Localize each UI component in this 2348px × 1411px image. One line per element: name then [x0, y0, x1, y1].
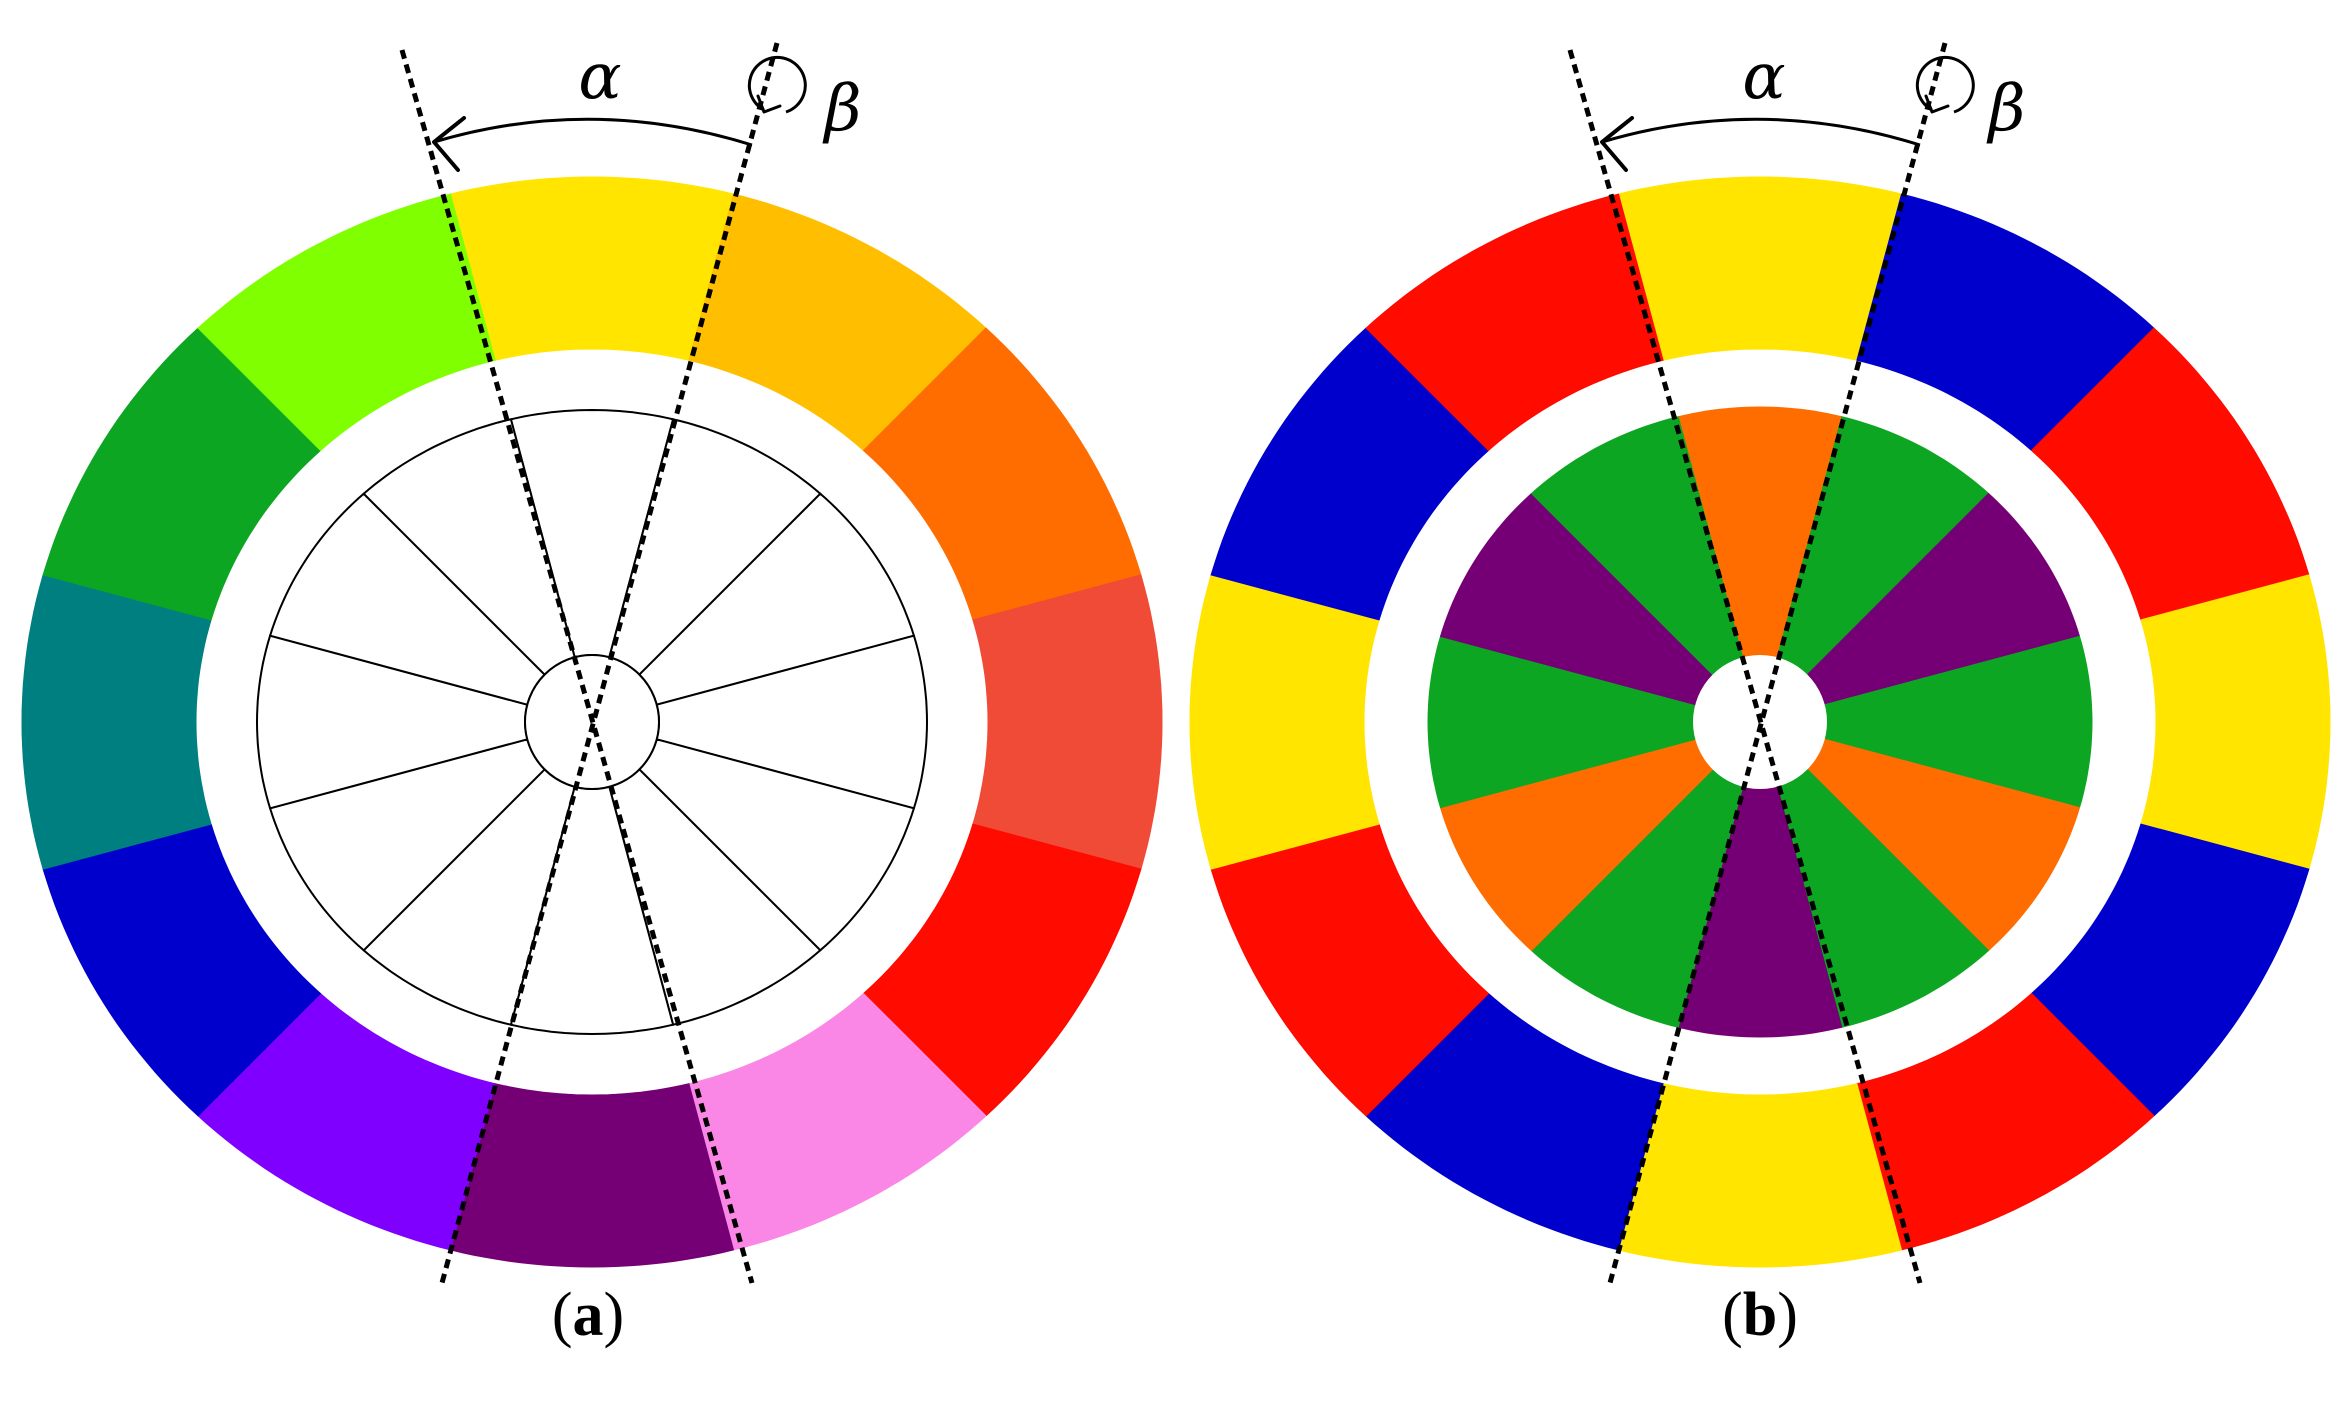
panel-a-ring-segment: [21, 574, 212, 870]
panel-b-alpha-label: α: [1742, 40, 1785, 114]
panel-a-alpha-arc: [433, 117, 753, 147]
panel-b-alpha-arrowhead: [1600, 116, 1634, 172]
panel-b-ring-segment: [1617, 1083, 1903, 1268]
panel-b-axis-lines: [1567, 42, 1948, 1284]
panel-b-ring-segment: [1365, 193, 1664, 452]
panel-b-rotation-arrows: [1600, 55, 1975, 172]
panel-a-axis-lines: [399, 42, 780, 1284]
panel-b-alpha-arc: [1601, 117, 1921, 147]
panel-b-caption-letter: b: [1743, 1281, 1777, 1349]
panel-a-axis-line-b: [439, 42, 780, 1284]
panel-a-inner-wheel: [255, 408, 929, 1036]
panel-b-ring-segment: [1189, 574, 1380, 870]
panel-b-axis-line-a: [1567, 49, 1923, 1284]
panel-b-beta-label: β: [1987, 72, 2026, 146]
panel-a-caption: (a): [552, 1281, 624, 1349]
panel-a-ring-segment: [449, 176, 735, 361]
panel-b-caption: (b): [1722, 1281, 1798, 1349]
panel-a-rotation-arrows: [432, 55, 807, 172]
panel-a-ring-segment: [197, 193, 496, 452]
panel-a-ring-segment: [972, 574, 1163, 870]
panel-b-caption-open: (: [1722, 1281, 1743, 1349]
panel-a-caption-open: (: [552, 1281, 573, 1349]
panel-a-alpha-arrowhead: [432, 116, 466, 172]
panel-b-beta-arrowhead: [1924, 94, 1950, 114]
panel-a-caption-close: ): [604, 1281, 625, 1349]
panel-a-ring-segment: [449, 1083, 735, 1268]
panel-b-inner-wheel: [1427, 406, 2093, 1038]
panel-a-axis-line-a: [399, 49, 755, 1284]
panel-a-beta-label: β: [823, 72, 862, 146]
panel-a: α β (a): [21, 40, 1163, 1349]
panel-b-caption-close: ): [1777, 1281, 1798, 1349]
panel-a-alpha-label: α: [578, 40, 621, 114]
panel-a-caption-letter: a: [573, 1281, 604, 1349]
panel-a-outer-ring: [21, 176, 1163, 1268]
panel-b-outer-ring: [1189, 176, 2331, 1268]
panel-b-axis-line-b: [1607, 42, 1948, 1284]
panel-b-ring-segment: [2140, 574, 2331, 870]
panel-a-beta-arrowhead: [756, 94, 782, 114]
panel-b: α β (b): [1189, 40, 2331, 1349]
panel-b-beta-loop: [1915, 55, 1975, 114]
panel-a-beta-loop: [747, 55, 807, 114]
panel-b-ring-segment: [1617, 176, 1903, 361]
